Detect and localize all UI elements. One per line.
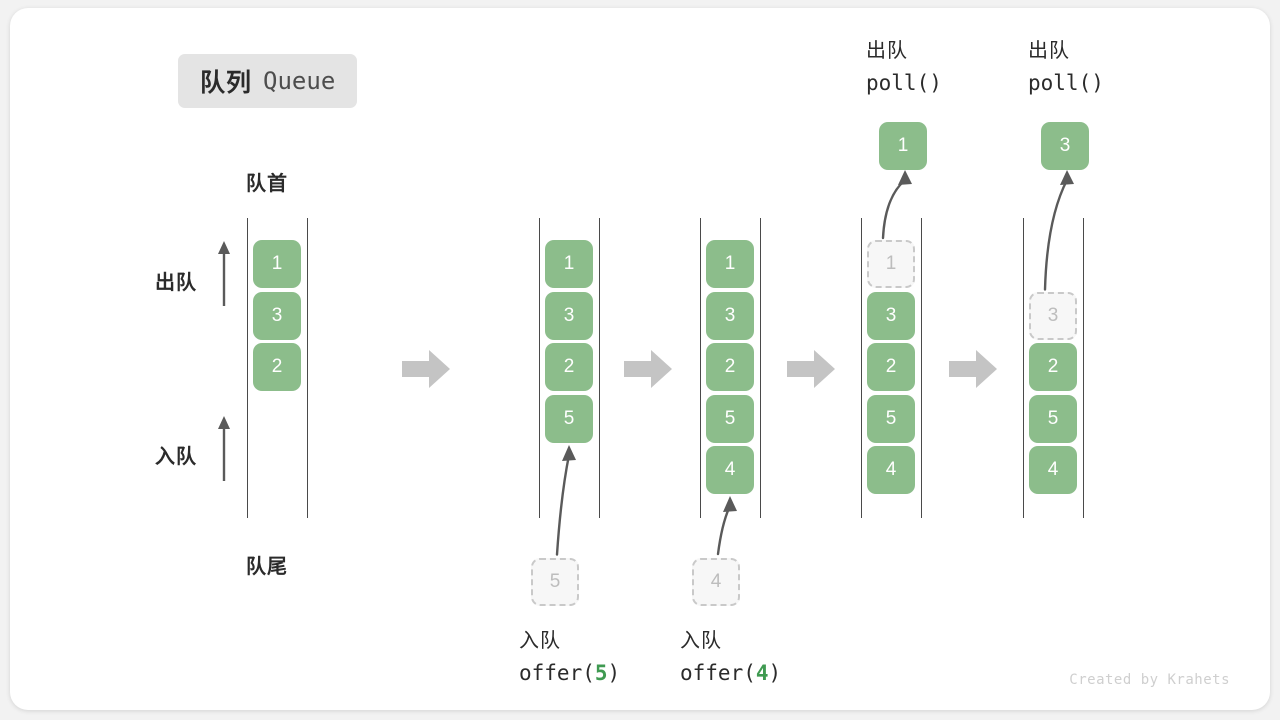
queue-rail-left (700, 218, 701, 518)
queue-item: 3 (545, 291, 593, 340)
queue-rail-left (539, 218, 540, 518)
step-arrow-icon (402, 350, 450, 388)
queue-rail-right (760, 218, 761, 518)
queue-item: 5 (545, 394, 593, 443)
queue-rail-left (247, 218, 248, 518)
step-arrow-icon (624, 350, 672, 388)
dequeue-direction-arrow-icon (218, 241, 230, 306)
operation-caption-code: poll() (1028, 71, 1104, 95)
operation-caption-label: 出队 (1028, 40, 1070, 62)
queue-rail-right (1083, 218, 1084, 518)
incoming-item-ghost: 5 (531, 558, 579, 606)
queue-item-ghost: 1 (867, 240, 915, 288)
queue-item: 1 (545, 240, 593, 288)
offer-motion-arrow-icon (716, 496, 737, 556)
operation-caption-code: poll() (866, 71, 942, 95)
queue-rail-left (1023, 218, 1024, 518)
queue-tail-label: 队尾 (246, 556, 288, 578)
operation-caption-code: offer(5) (519, 661, 621, 685)
queue-item: 4 (706, 446, 754, 494)
queue-rail-right (307, 218, 308, 518)
operation-caption-label: 入队 (680, 630, 722, 652)
polled-item: 3 (1041, 122, 1089, 170)
queue-item: 1 (706, 240, 754, 288)
queue-item: 5 (1029, 394, 1077, 443)
footer-credit: Created by Krahets (1069, 672, 1230, 688)
operation-caption-code: offer(4) (680, 661, 782, 685)
queue-item: 5 (706, 394, 754, 443)
operation-caption-after-poll-3: 出队 poll() (1028, 36, 1104, 100)
queue-item: 2 (253, 343, 301, 391)
queue-head-label: 队首 (246, 173, 288, 195)
queue-item: 3 (253, 291, 301, 340)
queue-item: 2 (706, 343, 754, 391)
queue-item: 2 (1029, 343, 1077, 391)
queue-rail-left (861, 218, 862, 518)
queue-item: 1 (253, 240, 301, 288)
queue-item: 3 (706, 291, 754, 340)
operation-argument: 4 (755, 661, 769, 685)
title-badge: 队列 Queue (178, 54, 358, 108)
queue-item: 4 (1029, 446, 1077, 494)
queue-item: 2 (545, 343, 593, 391)
queue-item: 2 (867, 343, 915, 391)
queue-rail-right (599, 218, 600, 518)
queue-item: 4 (867, 446, 915, 494)
operation-caption-label: 入队 (519, 630, 561, 652)
queue-item: 3 (867, 291, 915, 340)
queue-item: 5 (867, 394, 915, 443)
incoming-item-ghost: 4 (692, 558, 740, 606)
operation-argument: 5 (594, 661, 608, 685)
offer-motion-arrow-icon (555, 444, 576, 556)
operation-caption-after-offer-5: 入队 offer(5) (519, 626, 620, 690)
title-english: Queue (263, 67, 336, 95)
title-chinese: 队列 (200, 69, 253, 97)
step-arrow-icon (787, 350, 835, 388)
polled-item: 1 (879, 122, 927, 170)
operation-caption-label: 出队 (866, 40, 908, 62)
enqueue-direction-label: 入队 (155, 446, 197, 468)
operation-caption-after-poll-1: 出队 poll() (866, 36, 942, 100)
step-arrow-icon (949, 350, 997, 388)
poll-motion-arrow-icon (881, 170, 912, 240)
operation-caption-after-offer-4: 入队 offer(4) (680, 626, 781, 690)
poll-motion-arrow-icon (1043, 170, 1074, 291)
queue-rail-right (921, 218, 922, 518)
dequeue-direction-label: 出队 (155, 272, 197, 294)
queue-item-ghost: 3 (1029, 291, 1077, 340)
enqueue-direction-arrow-icon (218, 416, 230, 481)
